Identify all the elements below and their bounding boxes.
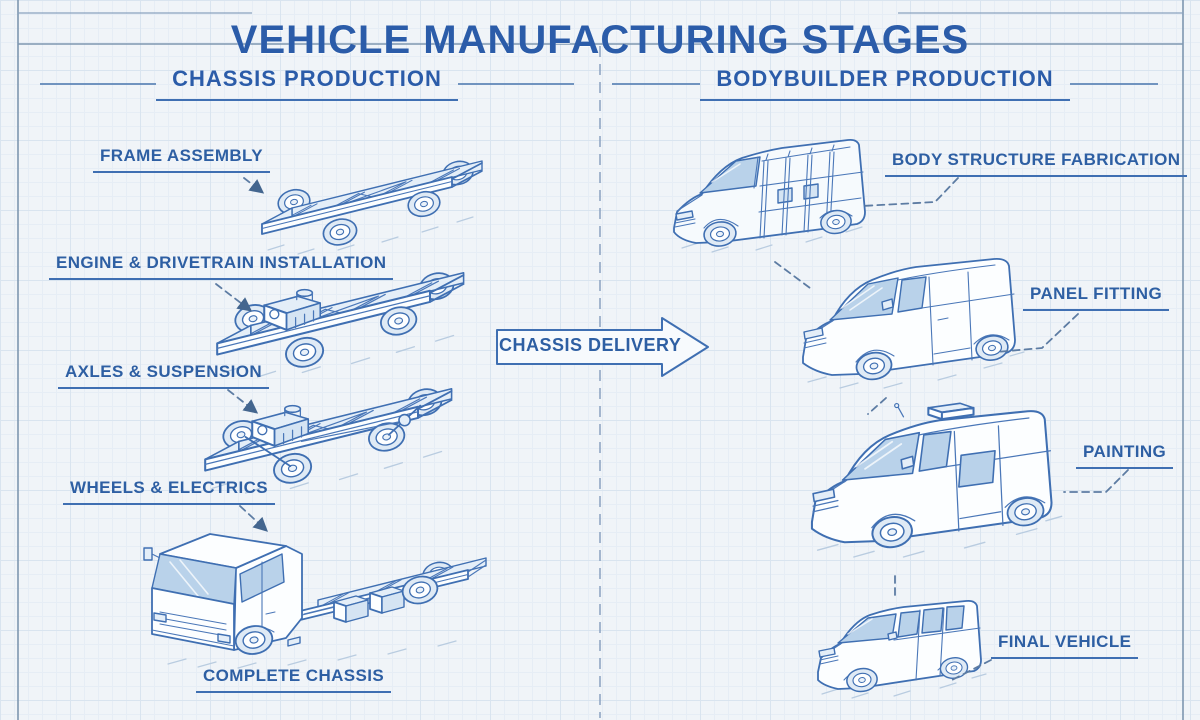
- stage-label-engine-drivetrain: ENGINE & DRIVETRAIN INSTALLATION: [49, 253, 394, 280]
- engine-drivetrain-drawing: [217, 270, 463, 377]
- right-column-header-text: BODYBUILDER PRODUCTION: [700, 66, 1070, 101]
- stage-label-final-vehicle: FINAL VEHICLE: [991, 632, 1139, 659]
- right-column-header: BODYBUILDER PRODUCTION: [612, 66, 1158, 101]
- stage-label-wheels-electrics: WHEELS & ELECTRICS: [63, 478, 275, 505]
- header-side-line: [457, 82, 575, 85]
- page-title: VEHICLE MANUFACTURING STAGES: [230, 17, 970, 62]
- stage-label-frame-assembly: FRAME ASSEMBLY: [93, 146, 271, 173]
- stage-label-body-structure: BODY STRUCTURE FABRICATION: [885, 150, 1188, 177]
- panel-fitting-van-drawing: [803, 259, 1024, 388]
- painting-van-drawing: [812, 402, 1062, 557]
- stage-label-panel-fitting: PANEL FITTING: [1023, 284, 1170, 311]
- header-side-line: [612, 82, 701, 85]
- complete-chassis-truck-drawing: [143, 533, 487, 669]
- leader-lines: [215, 177, 1129, 681]
- final-vehicle-minibus-drawing: [817, 599, 987, 699]
- stage-label-axles-suspension: AXLES & SUSPENSION: [58, 362, 270, 389]
- stage-label-complete-chassis: COMPLETE CHASSIS: [196, 666, 392, 693]
- stage-label-painting: PAINTING: [1076, 442, 1174, 469]
- header-side-line: [40, 82, 157, 85]
- left-column-header: CHASSIS PRODUCTION: [40, 66, 575, 101]
- frame-assembly-drawing: [262, 158, 482, 254]
- header-side-line: [1069, 82, 1158, 85]
- body-skeleton-van-drawing: [673, 138, 866, 253]
- left-column-header-text: CHASSIS PRODUCTION: [156, 66, 458, 101]
- chassis-delivery-label: CHASSIS DELIVERY: [499, 335, 682, 355]
- chassis-delivery-arrow: [496, 317, 709, 377]
